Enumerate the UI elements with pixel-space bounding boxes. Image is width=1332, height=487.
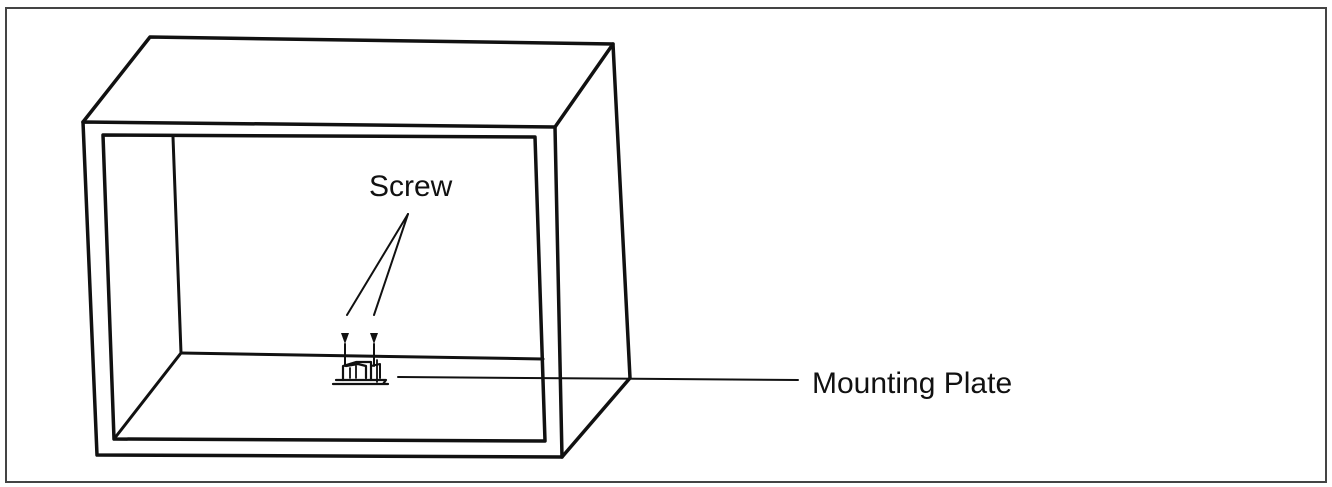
box-right-face <box>560 42 632 459</box>
box-top-face <box>81 35 615 129</box>
screw-leader-right <box>373 213 409 316</box>
screw-label: Screw <box>369 170 453 203</box>
interior-floor-back-edge <box>179 351 545 361</box>
screw-leader-left <box>346 213 409 316</box>
mounting-plate-label: Mounting Plate <box>812 367 1012 400</box>
box-front-outer <box>81 120 564 459</box>
diagram-frame <box>5 7 1327 483</box>
box-front-inner <box>101 133 547 443</box>
screw-left <box>341 333 349 367</box>
interior-back-left-edge <box>171 135 183 355</box>
mounting-plate-leader <box>397 376 799 381</box>
mounting-plate <box>331 359 390 386</box>
screw-right <box>370 333 378 367</box>
interior-floor-left-edge <box>112 351 183 441</box>
